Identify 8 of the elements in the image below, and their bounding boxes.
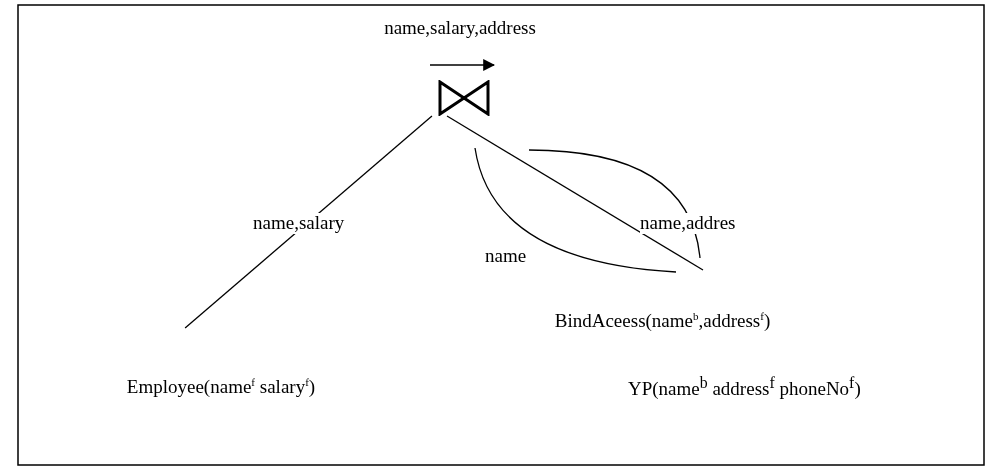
binding-label: name,addres — [640, 213, 736, 234]
relation-label: BindAceess(name$^{b}$,address$^{f}$) — [554, 311, 771, 332]
connector-line — [184, 115, 433, 329]
edge-label: name,salary — [253, 213, 345, 234]
attribute-label: name,salary,address — [384, 18, 536, 39]
relation-label: YP(name$^{b}$ address$^{f}$ phoneNo$^{f}$) — [628, 374, 861, 401]
connector-line — [446, 115, 704, 271]
relation-label: Employee(name$^{f}$ salary$^{f}$) — [126, 377, 316, 398]
